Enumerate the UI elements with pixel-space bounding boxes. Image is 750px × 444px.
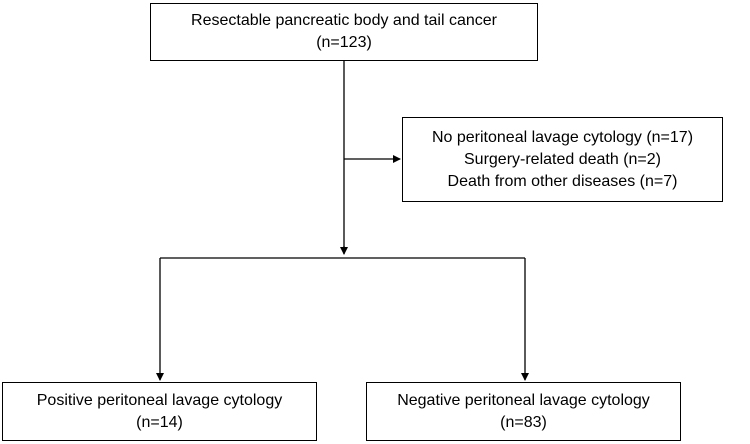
cohort-title: Resectable pancreatic body and tail canc… bbox=[191, 12, 497, 29]
negative-cytology-box: Negative peritoneal lavage cytology (n=8… bbox=[366, 382, 681, 441]
exclusion-reason-surgery-death: Surgery-related death (n=2) bbox=[464, 150, 661, 168]
cohort-count: (n=123) bbox=[316, 34, 372, 51]
exclusion-box: No peritoneal lavage cytology (n=17) Sur… bbox=[402, 117, 723, 202]
positive-cytology-count: (n=14) bbox=[136, 413, 183, 431]
positive-cytology-label: Positive peritoneal lavage cytology bbox=[36, 391, 283, 409]
positive-cytology-box: Positive peritoneal lavage cytology (n=1… bbox=[2, 382, 317, 441]
exclusion-reason-other-death: Death from other diseases (n=7) bbox=[447, 172, 678, 190]
negative-cytology-count: (n=83) bbox=[500, 413, 547, 431]
cohort-box: Resectable pancreatic body and tail canc… bbox=[150, 3, 538, 61]
exclusion-reason-no-cytology: No peritoneal lavage cytology (n=17) bbox=[431, 128, 694, 146]
negative-cytology-label: Negative peritoneal lavage cytology bbox=[397, 391, 650, 409]
